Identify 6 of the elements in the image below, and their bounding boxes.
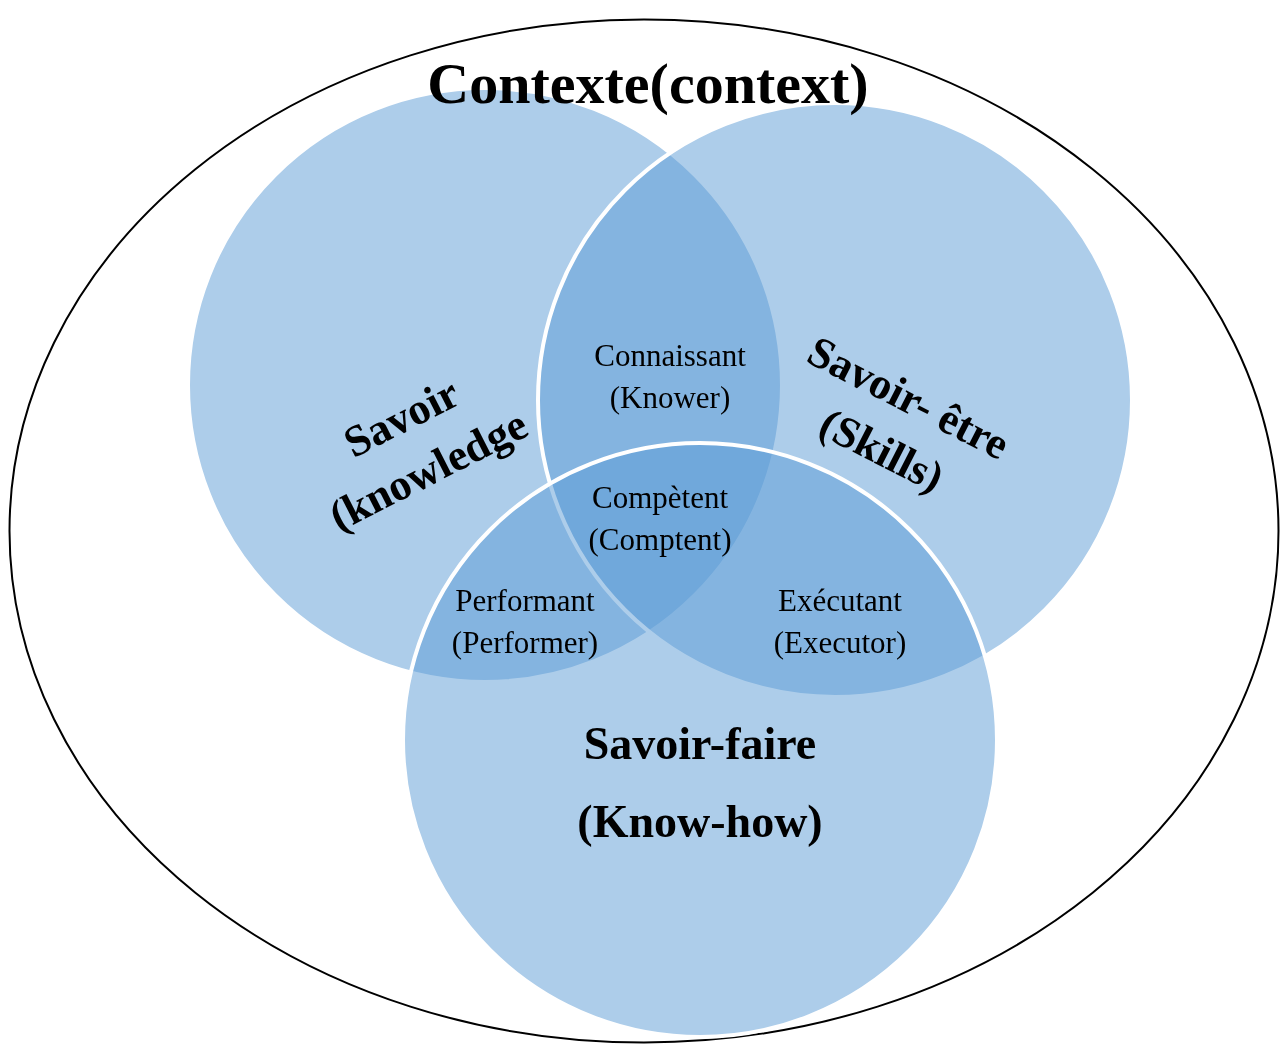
overlap-label: Performant (Performer) — [450, 582, 600, 662]
circle-label: Savoir-faire (Know-how) — [576, 717, 824, 850]
circle-label: Contexte(context) — [426, 50, 870, 118]
overlap-label: Exécutant (Executor) — [772, 582, 908, 662]
overlap-label: Compètent (Comptent) — [587, 479, 733, 559]
overlap-label: Connaissant (Knower) — [593, 337, 747, 417]
